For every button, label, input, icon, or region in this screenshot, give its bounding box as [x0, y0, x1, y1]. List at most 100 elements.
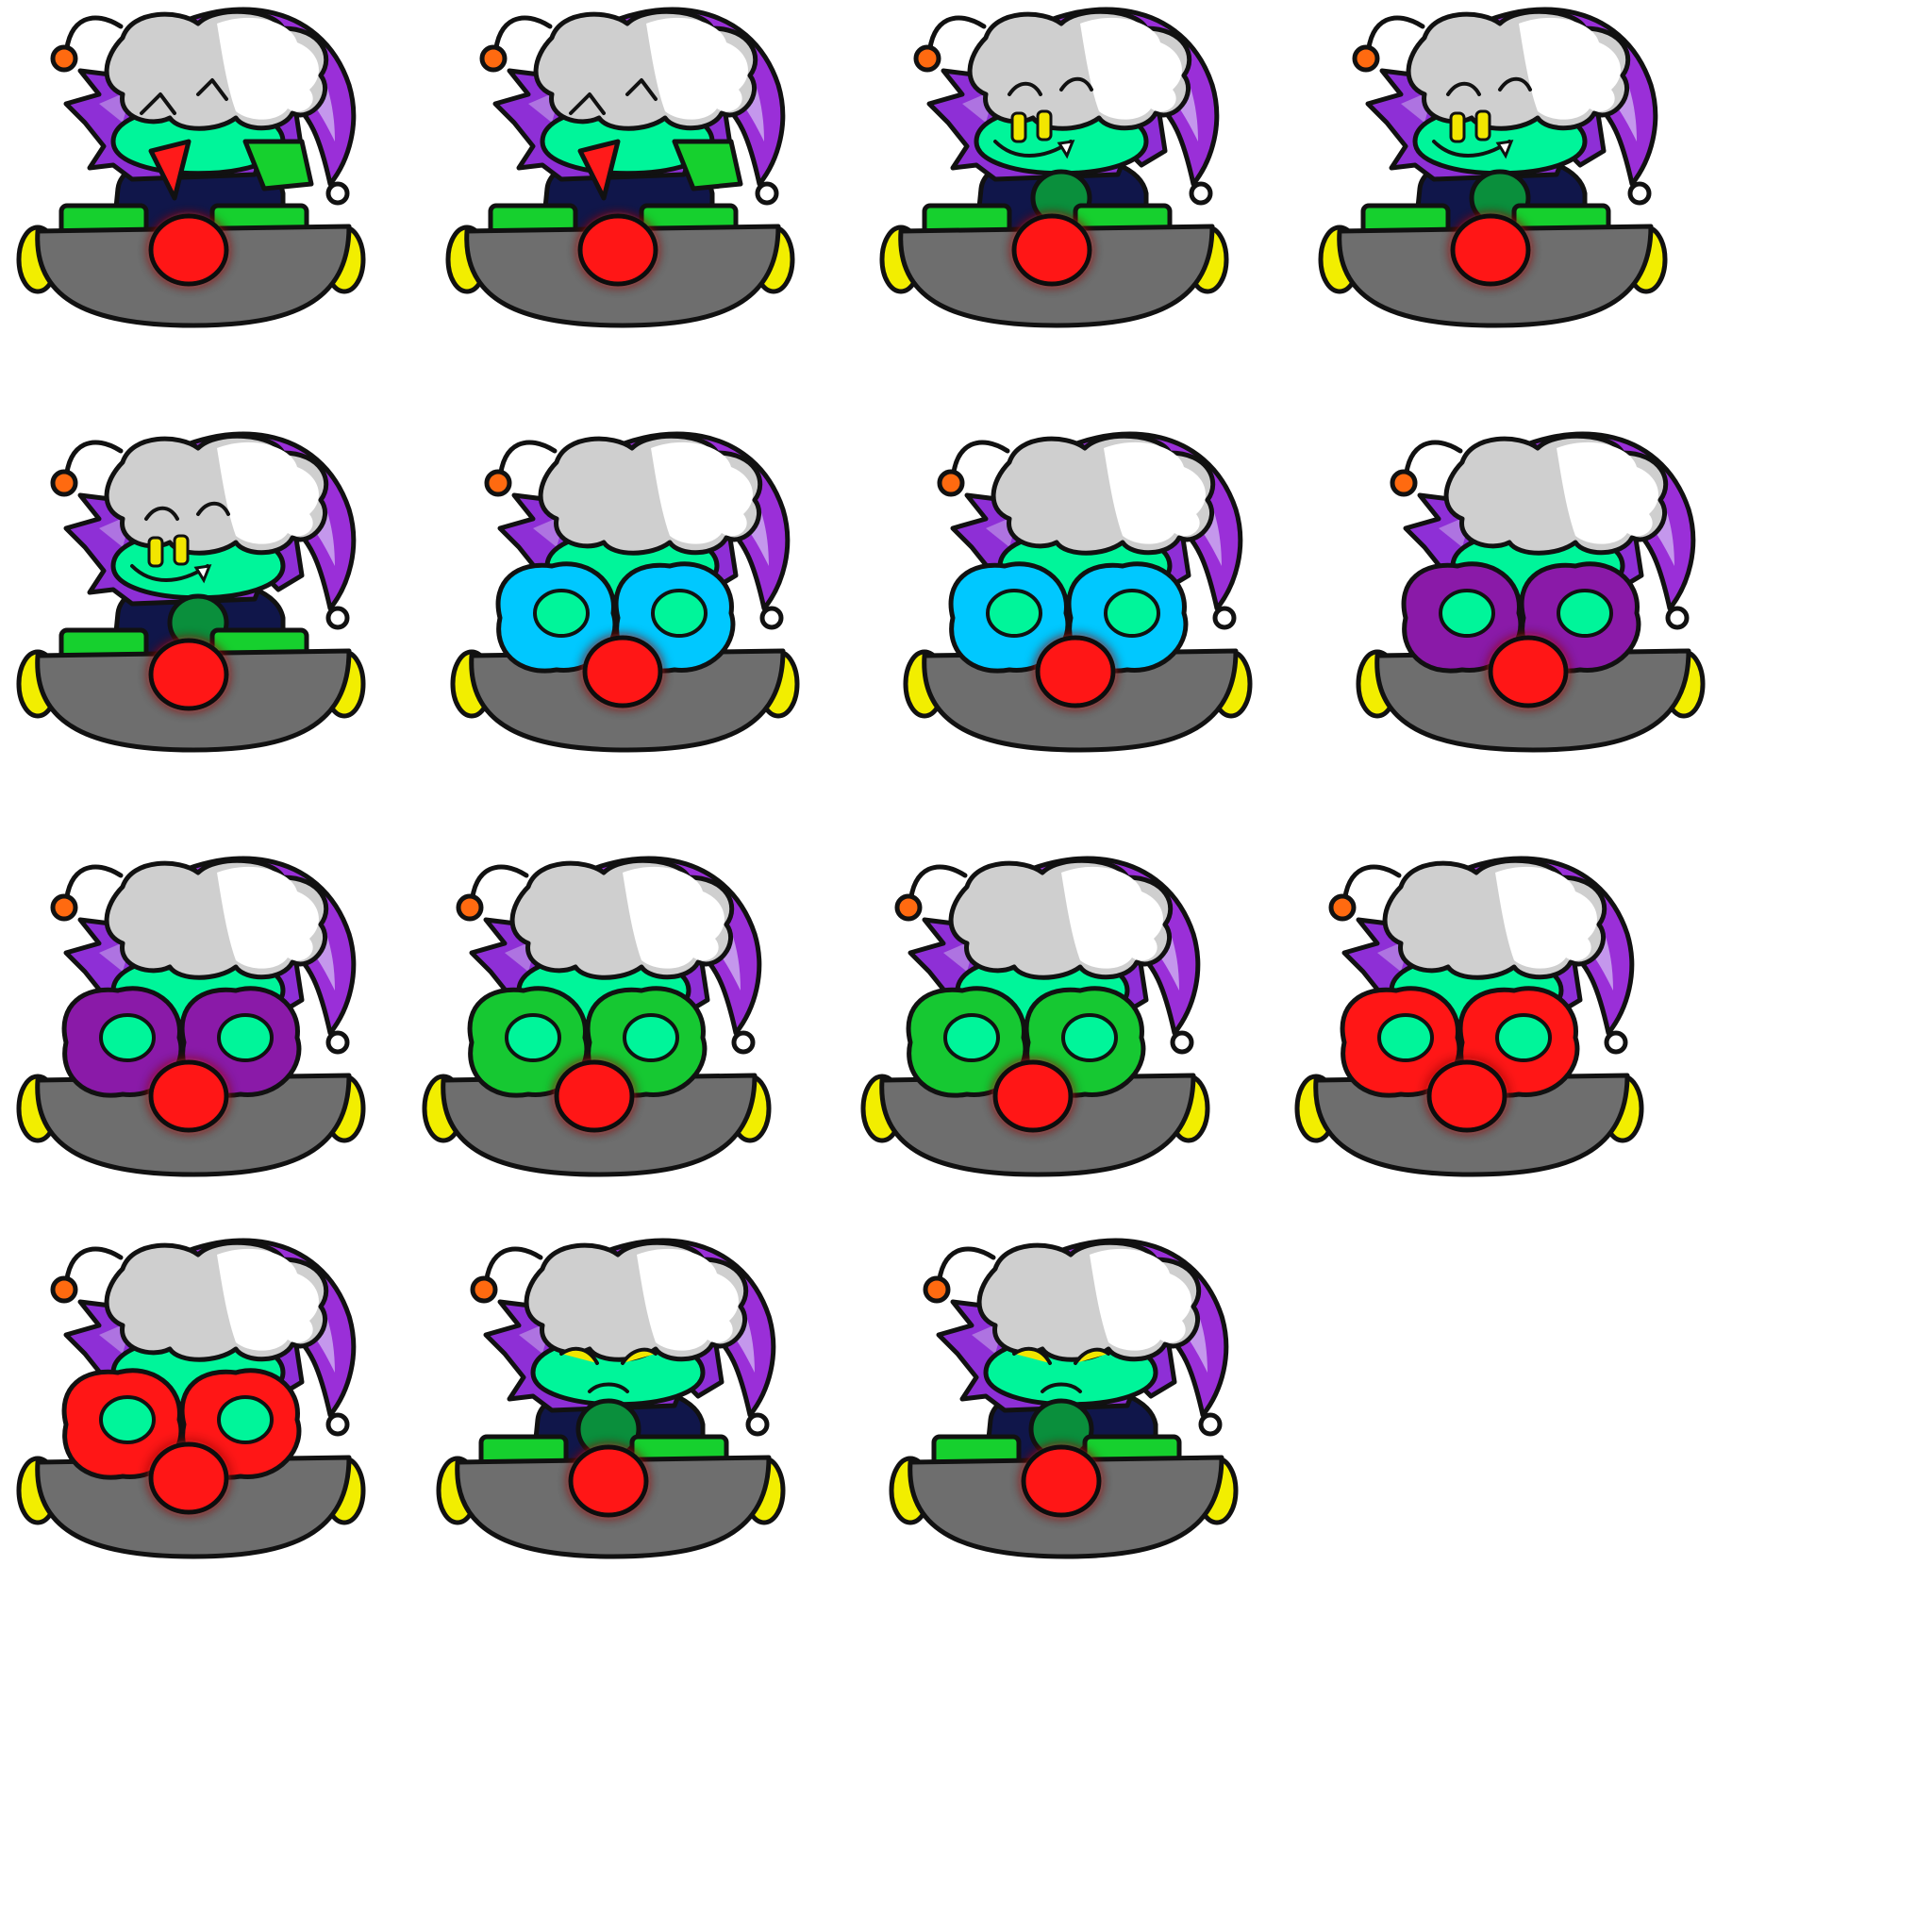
hat-bell-icon: [1189, 181, 1213, 206]
brow-right: [1498, 76, 1532, 92]
antenna-stalk: [926, 15, 987, 59]
sad-eye-right: [621, 1347, 658, 1365]
arm-sleeve: [242, 139, 314, 192]
hat-bell-icon: [759, 606, 784, 630]
glasses-right-lens: [623, 1013, 679, 1062]
brow-left: [144, 506, 179, 521]
sad-eye-left: [1012, 1346, 1052, 1365]
sprite-frame: [1311, 0, 1689, 396]
jester-hat-icon: [889, 1238, 1239, 1559]
antenna-stalk: [469, 864, 529, 908]
clown-nose: [1011, 213, 1092, 287]
antenna-stalk: [950, 440, 1010, 484]
antenna-bulb-icon: [1352, 44, 1380, 73]
clown-nose: [148, 1059, 229, 1133]
antenna-bulb-icon: [1390, 469, 1418, 497]
fang: [1057, 140, 1075, 159]
glasses-right-lens: [1495, 1013, 1552, 1062]
fang: [1495, 140, 1514, 159]
glasses-right-lens: [217, 1395, 274, 1444]
hat-bell-icon: [1627, 181, 1652, 206]
antenna-bulb-icon: [894, 893, 923, 922]
hat-bell-icon: [1604, 1030, 1628, 1055]
clown-nose: [1450, 213, 1531, 287]
clown-glasses-icon: [1294, 856, 1644, 1177]
antenna-stalk: [483, 1246, 543, 1291]
clown-glasses-icon: [1356, 431, 1706, 753]
closed-eye-left: [140, 92, 176, 115]
jester-hat-icon: [879, 7, 1229, 328]
clown-nose: [554, 1059, 635, 1133]
clown-glasses-icon: [16, 856, 366, 1177]
glasses-left-lens: [1377, 1013, 1434, 1062]
closed-eye-right: [625, 78, 658, 101]
hat-bell-icon: [755, 181, 779, 206]
brow-left: [1008, 81, 1042, 96]
glasses-left-lens: [1439, 589, 1495, 638]
eye-left: [1010, 111, 1027, 143]
sprite-frame: [429, 1231, 807, 1627]
clown-nose: [148, 638, 229, 711]
sprite-frame: [1349, 425, 1726, 821]
jester-hat-icon: [16, 431, 366, 753]
sad-mouth: [1041, 1382, 1082, 1393]
fang: [193, 564, 212, 584]
hat-bell-icon: [325, 1412, 350, 1437]
sad-eye-right: [1074, 1347, 1110, 1365]
sprite-frame: [882, 1231, 1259, 1627]
glasses-left-lens: [943, 1013, 1000, 1062]
hat-bell-icon: [745, 1412, 770, 1437]
sad-mouth: [588, 1382, 629, 1393]
antenna-stalk: [1341, 864, 1402, 908]
sprite-frame: [415, 849, 792, 1245]
eye-right: [173, 534, 190, 566]
antenna-bulb-icon: [456, 893, 484, 922]
arm-sleeve: [672, 139, 743, 192]
tie-icon: [577, 139, 621, 201]
brow-right: [1059, 76, 1093, 92]
sprite-frame: [443, 425, 821, 821]
antenna-stalk: [63, 440, 124, 484]
clown-nose: [992, 1059, 1074, 1133]
antenna-bulb-icon: [50, 1275, 78, 1304]
sprite-frame: [854, 849, 1231, 1245]
hat-bell-icon: [731, 1030, 756, 1055]
antenna-stalk: [1403, 440, 1463, 484]
antenna-bulb-icon: [479, 44, 508, 73]
hat-bell-icon: [1665, 606, 1690, 630]
antenna-bulb-icon: [913, 44, 941, 73]
glasses-right-lens: [651, 589, 708, 638]
eye-left: [147, 536, 164, 568]
eye-right: [1036, 109, 1053, 142]
closed-eye-left: [569, 92, 606, 115]
hat-bell-icon: [325, 181, 350, 206]
antenna-bulb-icon: [50, 469, 78, 497]
clown-glasses-icon: [903, 431, 1253, 753]
antenna-stalk: [936, 1246, 996, 1291]
antenna-stalk: [492, 15, 553, 59]
sprite-frame: [873, 0, 1250, 396]
hat-bell-icon: [325, 1030, 350, 1055]
glasses-right-lens: [217, 1013, 274, 1062]
antenna-stalk: [63, 864, 124, 908]
jester-hat-icon: [16, 7, 366, 328]
antenna-bulb-icon: [937, 469, 965, 497]
sprite-frame: [9, 1231, 387, 1627]
glasses-left-lens: [533, 589, 590, 638]
antenna-bulb-icon: [50, 893, 78, 922]
eye-left: [1449, 111, 1466, 143]
clown-glasses-icon: [450, 431, 800, 753]
clown-nose: [1035, 635, 1116, 708]
glasses-left-lens: [505, 1013, 561, 1062]
clown-glasses-icon: [422, 856, 772, 1177]
clown-nose: [582, 635, 663, 708]
clown-nose: [568, 1444, 649, 1518]
glasses-left-lens: [99, 1013, 156, 1062]
eye-right: [1474, 109, 1491, 142]
hat-bell-icon: [1170, 1030, 1194, 1055]
sprite-frame: [439, 0, 816, 396]
antenna-stalk: [497, 440, 558, 484]
sprite-frame: [1288, 849, 1665, 1245]
brow-left: [1446, 81, 1481, 96]
clown-nose: [1426, 1059, 1507, 1133]
